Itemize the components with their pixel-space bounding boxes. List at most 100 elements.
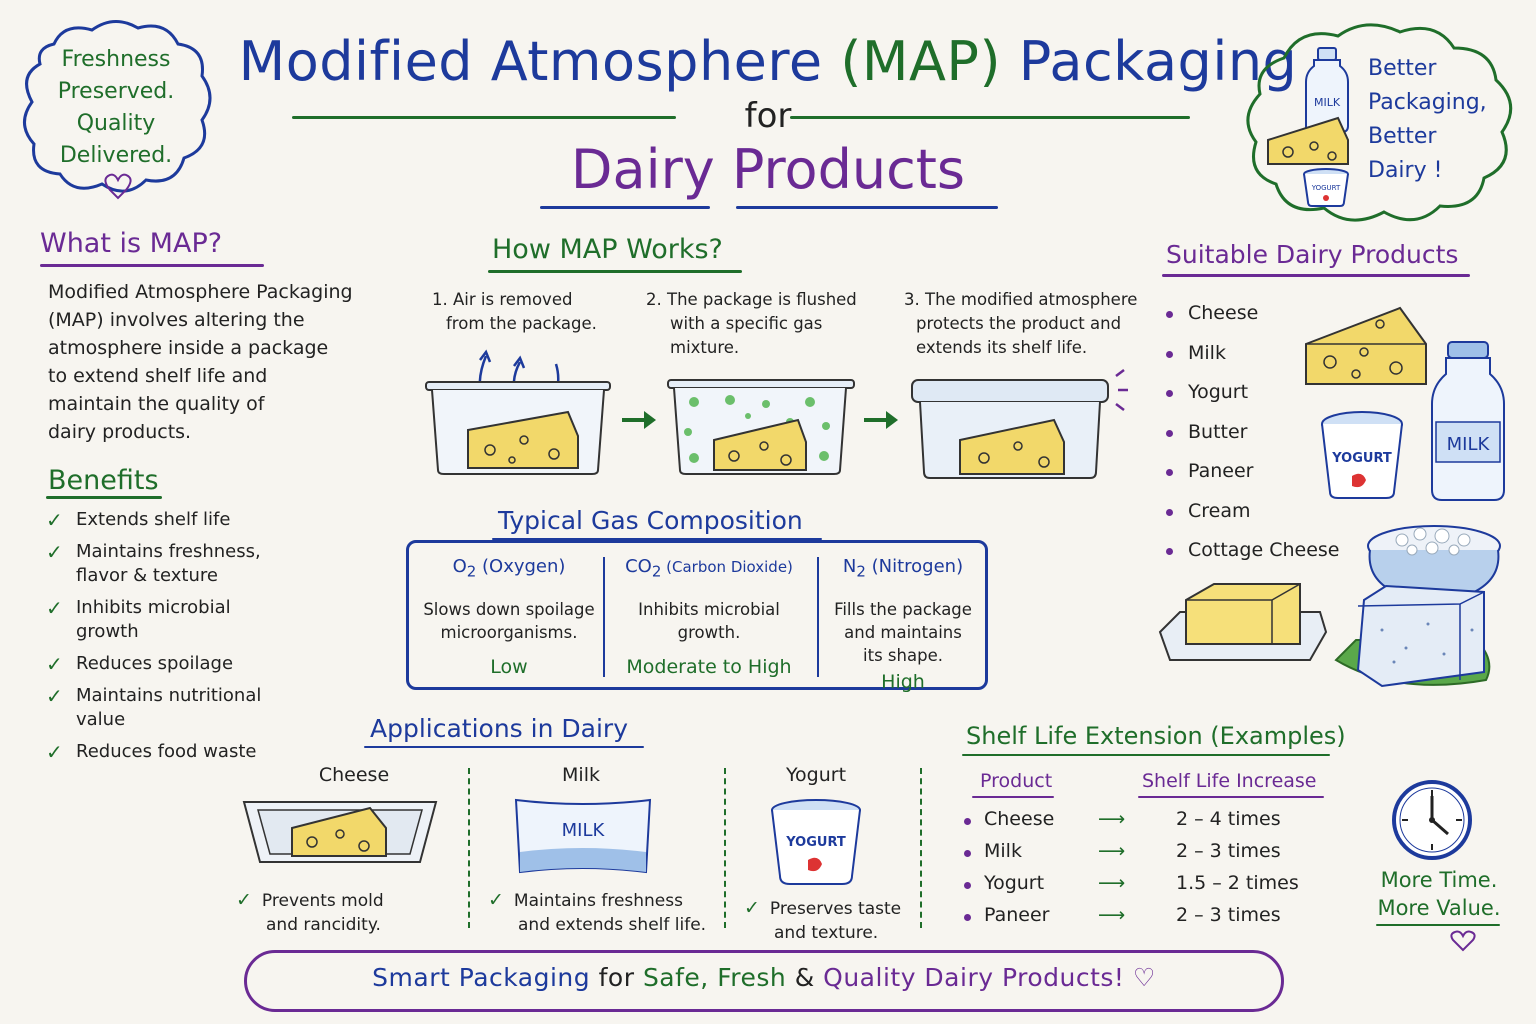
step-1-text: 1. Air is removed from the package.: [432, 290, 597, 333]
applications-divider: [724, 768, 726, 928]
cheese-icon: [1305, 306, 1427, 385]
how-map-works-heading: How MAP Works?: [492, 234, 723, 265]
shelf-life-col-increase: Shelf Life Increase: [1142, 770, 1317, 792]
svg-text:MILK: MILK: [1314, 96, 1341, 109]
svg-text:MILK: MILK: [562, 820, 606, 841]
application-note-yogurt: ✓Preserves taste and texture.: [744, 897, 902, 943]
title-underline-right: [790, 116, 1190, 119]
col-increase-underline: [1138, 796, 1324, 798]
step-1-container-icon: [425, 349, 611, 475]
cheese-icon: [467, 410, 579, 469]
title-part-2: (MAP): [840, 30, 1002, 93]
list-item: ✓Extends shelf life: [46, 508, 231, 532]
shelf-life-heading: Shelf Life Extension (Examples): [966, 722, 1346, 750]
list-item: ✓Reduces spoilage: [46, 652, 234, 676]
arrow-right-icon: [864, 411, 898, 429]
footer-slogan: Smart Packaging for Safe, Fresh & Qualit…: [372, 963, 1156, 992]
application-note-milk: ✓Maintains freshness and extends shelf l…: [488, 889, 707, 935]
yogurt-cup-icon: YOGURT: [1303, 168, 1349, 207]
gas-divider: [603, 557, 605, 677]
subtitle-underline-left: [540, 206, 710, 209]
applications-divider: [920, 768, 922, 928]
list-item: Butter: [1164, 421, 1354, 461]
col-product-underline: [972, 796, 1054, 798]
milk-bottle-icon: MILK: [1305, 47, 1349, 133]
svg-text:MILK: MILK: [1447, 434, 1491, 455]
clock-tagline: More Time. More Value.: [1377, 868, 1501, 920]
shelf-life-underline: [962, 754, 1330, 756]
gas-composition-underline: [492, 538, 822, 540]
check-icon: ✓: [46, 596, 63, 620]
table-row: Cheese ⟶ 2 – 4 times: [962, 808, 1322, 838]
suitable-products-list: Cheese Milk Yogurt Butter Paneer Cream C…: [1164, 302, 1354, 579]
heart-icon: ♡: [1132, 963, 1156, 992]
subtitle-underline-right: [736, 206, 998, 209]
list-item: ✓Reduces food waste: [46, 740, 257, 764]
title-part-3: Packaging: [1018, 30, 1298, 93]
how-map-works-underline: [488, 270, 742, 273]
page-subtitle: Dairy Products: [570, 138, 966, 201]
table-row: Milk ⟶ 2 – 3 times: [962, 840, 1322, 870]
shelf-life-table: Cheese ⟶ 2 – 4 times Milk ⟶ 2 – 3 times …: [962, 808, 1322, 938]
right-cloud-text: Better Packaging, Better Dairy !: [1368, 56, 1487, 183]
suitable-products-underline: [1162, 274, 1470, 277]
step-2-text: 2. The package is flushed with a specifi…: [646, 290, 857, 357]
gas-divider: [817, 557, 819, 677]
milk-bottle-icon: MILK: [1431, 341, 1505, 501]
list-item: Milk: [1164, 342, 1354, 382]
title-underline-left: [292, 116, 676, 119]
butter-icon: [1158, 583, 1328, 661]
what-is-map-text: Modified Atmosphere Packaging (MAP) invo…: [48, 281, 353, 443]
list-item: Cheese: [1164, 302, 1354, 342]
page-title: Modified Atmosphere (MAP) Packaging: [0, 30, 1536, 93]
suitable-products-heading: Suitable Dairy Products: [1166, 240, 1459, 269]
cheese-icon: [291, 806, 387, 857]
list-item: Yogurt: [1164, 381, 1354, 421]
paneer-icon: [1334, 584, 1491, 688]
what-is-map-heading: What is MAP?: [40, 228, 223, 259]
table-row: Yogurt ⟶ 1.5 – 2 times: [962, 872, 1322, 902]
benefits-heading: Benefits: [48, 465, 159, 496]
title-part-1: Modified Atmosphere: [238, 30, 823, 93]
footer-banner: [244, 950, 1284, 1012]
check-icon: ✓: [46, 652, 63, 676]
arrow-right-icon: ⟶: [1098, 904, 1126, 926]
list-item: Paneer: [1164, 460, 1354, 500]
step-3-container-icon: [911, 369, 1128, 479]
cheese-icon: [713, 418, 807, 471]
suitable-products-illustration: MILK YOGURT: [1158, 306, 1505, 688]
gas-column-nitrogen: N2 (Nitrogen) Fills the package and main…: [834, 556, 972, 693]
yogurt-cup-icon: YOGURT: [771, 799, 861, 885]
check-icon: ✓: [488, 889, 504, 911]
heart-icon: [104, 173, 132, 200]
right-cloud-icon: MILK YOGURT: [1246, 23, 1513, 222]
arrow-right-icon: ⟶: [1098, 808, 1126, 830]
what-is-map-underline: [40, 264, 264, 267]
list-item: ✓Maintains freshness,flavor & texture: [46, 540, 261, 586]
cheese-icon: [1267, 116, 1349, 165]
list-item: Cottage Cheese: [1164, 539, 1354, 579]
cottage-cheese-icon: [1367, 525, 1501, 595]
gas-composition-box: O2 (Oxygen) Slows down spoilage microorg…: [406, 540, 988, 693]
gas-column-oxygen: O2 (Oxygen) Slows down spoilage microorg…: [423, 556, 595, 678]
cheese-tray-icon: [242, 801, 438, 863]
list-item: Cream: [1164, 500, 1354, 540]
applications-heading: Applications in Dairy: [370, 714, 628, 743]
gas-composition-heading: Typical Gas Composition: [498, 506, 803, 535]
svg-text:YOGURT: YOGURT: [1311, 184, 1341, 192]
table-row: Paneer ⟶ 2 – 3 times: [962, 904, 1322, 934]
clock-icon: [1392, 780, 1472, 860]
title-for: for: [744, 96, 792, 136]
cheese-icon: [959, 418, 1065, 475]
step-2-container-icon: [667, 379, 855, 475]
benefits-underline: [46, 496, 162, 499]
applications-underline: [364, 746, 644, 748]
check-icon: ✓: [46, 684, 63, 708]
arrow-right-icon: [622, 411, 656, 429]
shelf-life-col-product: Product: [980, 770, 1053, 792]
clock-tagline-underline: [1376, 924, 1500, 926]
check-icon: ✓: [236, 889, 252, 911]
check-icon: ✓: [744, 897, 760, 919]
